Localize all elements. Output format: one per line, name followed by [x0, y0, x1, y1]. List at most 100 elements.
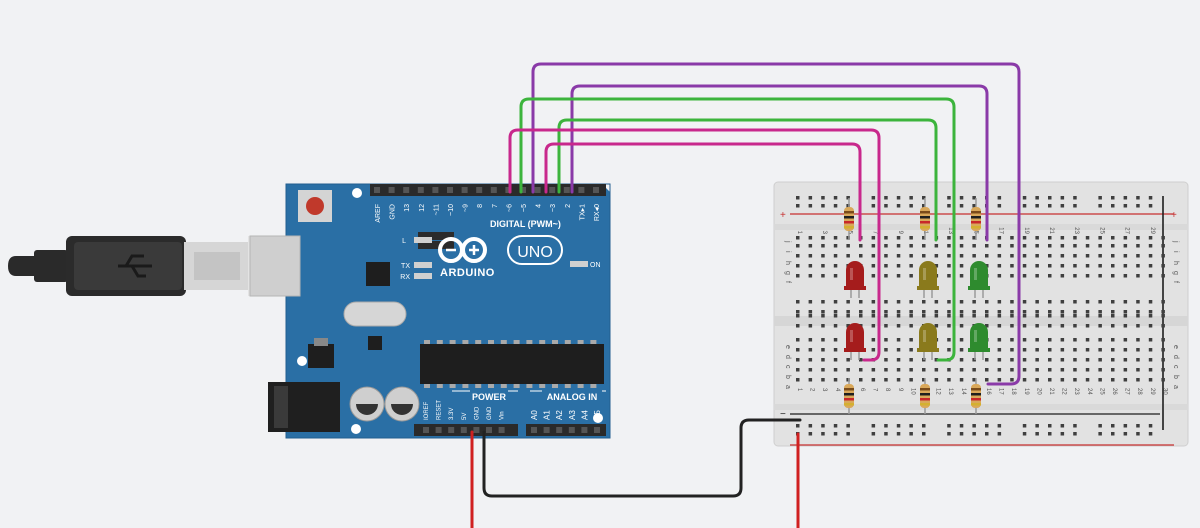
- analog-pin-label: A4: [580, 410, 589, 420]
- digital-pin-label: 8: [477, 204, 484, 208]
- resistors[interactable]: [844, 198, 981, 414]
- power-pin-label: IOREF: [424, 401, 430, 420]
- wire-gnd-black: [482, 418, 802, 498]
- digital-pin-hole[interactable]: [388, 187, 395, 193]
- arduino-uno-board[interactable]: L TX RX ON ARDUINO UNO DIGITAL (PWM~) PO…: [249, 183, 611, 439]
- digital-pin-hole[interactable]: [476, 187, 483, 193]
- usb-b-port: [249, 235, 301, 297]
- power-pin-hole[interactable]: [460, 427, 467, 433]
- led-yellow[interactable]: [917, 323, 939, 360]
- power-pin-label: RESET: [437, 400, 443, 420]
- digital-pin-hole[interactable]: [432, 187, 439, 193]
- wires[interactable]: [470, 62, 1021, 528]
- digital-pin-hole[interactable]: [447, 187, 453, 193]
- digital-pin-label: GND: [390, 204, 397, 220]
- analog-pin-hole[interactable]: [581, 427, 588, 433]
- digital-pin-label: 7: [492, 204, 499, 208]
- analog-pin-label: A2: [555, 410, 564, 420]
- center-channel: [774, 316, 1188, 326]
- power-pin-label: 3.3V: [449, 408, 455, 420]
- column-number: 27: [1124, 388, 1130, 395]
- led-yellow[interactable]: [917, 261, 939, 298]
- digital-pin-hole[interactable]: [563, 187, 570, 193]
- digital-pin-hole[interactable]: [520, 187, 526, 193]
- led-green[interactable]: [968, 323, 990, 360]
- row-letter: b: [784, 375, 791, 379]
- power-pin-hole[interactable]: [448, 427, 455, 433]
- digital-pin-hole[interactable]: [417, 187, 424, 193]
- row-letter: e: [1172, 345, 1179, 349]
- digital-pin-label: 4: [536, 204, 543, 208]
- power-pin-hole[interactable]: [435, 427, 442, 433]
- digital-pin-label: 13: [404, 204, 411, 212]
- column-number: 28: [1136, 388, 1142, 395]
- column-number: 14: [960, 388, 966, 395]
- analog-pin-hole[interactable]: [568, 427, 575, 433]
- power-pin-label: 5V: [462, 413, 468, 420]
- column-number: 7: [872, 231, 878, 235]
- column-number: 21: [1048, 227, 1054, 234]
- digital-pin-hole[interactable]: [461, 187, 468, 193]
- resistor[interactable]: [844, 198, 854, 240]
- row-letter: d: [784, 355, 791, 359]
- analog-pin-hole[interactable]: [543, 427, 550, 433]
- column-number: 9: [897, 231, 903, 235]
- column-number: 27: [1124, 227, 1130, 234]
- resistor[interactable]: [920, 378, 930, 414]
- row-letter: d: [1172, 355, 1179, 359]
- row-letter: i: [784, 251, 791, 253]
- analog-pin-label: A3: [568, 410, 577, 420]
- row-letter: j: [1172, 240, 1179, 243]
- resistor[interactable]: [971, 378, 981, 414]
- power-pin-hole[interactable]: [486, 427, 492, 433]
- digital-pin-hole[interactable]: [578, 187, 585, 193]
- row-letter: j: [784, 240, 791, 243]
- power-pin-label: GND: [474, 406, 480, 420]
- resistor[interactable]: [971, 198, 981, 240]
- leds[interactable]: [844, 261, 990, 360]
- digital-pin-hole[interactable]: [593, 187, 599, 193]
- analog-pin-hole[interactable]: [531, 427, 537, 433]
- digital-pin-hole[interactable]: [374, 187, 380, 193]
- arduino-logo: ARDUINO UNO: [438, 235, 563, 279]
- column-number: 21: [1048, 388, 1054, 395]
- digital-pin-hole[interactable]: [505, 187, 512, 193]
- analog-pin-hole[interactable]: [594, 427, 600, 433]
- column-number: 3: [821, 231, 827, 235]
- digital-pin-hole[interactable]: [549, 187, 556, 193]
- column-number: 25: [1098, 227, 1104, 234]
- led-red[interactable]: [844, 261, 866, 298]
- minus-symbol: −: [780, 409, 786, 420]
- resistor[interactable]: [920, 198, 930, 240]
- column-number: 29: [1149, 388, 1155, 395]
- led-label-tx: TX: [401, 263, 410, 270]
- digital-pin-label: RX◂0: [594, 204, 601, 221]
- row-letter: f: [784, 281, 791, 283]
- column-number: 17: [998, 227, 1004, 234]
- resistor[interactable]: [844, 378, 854, 414]
- digital-pin-label: ~3: [550, 204, 557, 212]
- analog-pin-hole[interactable]: [556, 427, 563, 433]
- column-number: 19: [1023, 388, 1029, 395]
- column-number: 3: [821, 388, 827, 392]
- power-pin-hole[interactable]: [423, 427, 429, 433]
- column-number: 2: [809, 388, 815, 392]
- led-red[interactable]: [844, 323, 866, 360]
- digital-pin-hole[interactable]: [403, 187, 410, 193]
- power-pin-hole[interactable]: [473, 427, 480, 433]
- usb-interface-chip: [366, 262, 390, 286]
- digital-pin-hole[interactable]: [534, 187, 541, 193]
- column-number: 1: [796, 388, 802, 392]
- column-number: 19: [1023, 227, 1029, 234]
- digital-pin-label: AREF: [375, 204, 382, 223]
- column-number: 12: [935, 388, 941, 395]
- column-number: 17: [998, 388, 1004, 395]
- wire-purple-outer: [531, 62, 1021, 386]
- reset-button[interactable]: [298, 190, 332, 222]
- wire-magenta-inner: [544, 142, 862, 242]
- led-green[interactable]: [968, 261, 990, 298]
- power-pin-hole[interactable]: [498, 427, 505, 433]
- digital-pin-hole[interactable]: [490, 187, 497, 193]
